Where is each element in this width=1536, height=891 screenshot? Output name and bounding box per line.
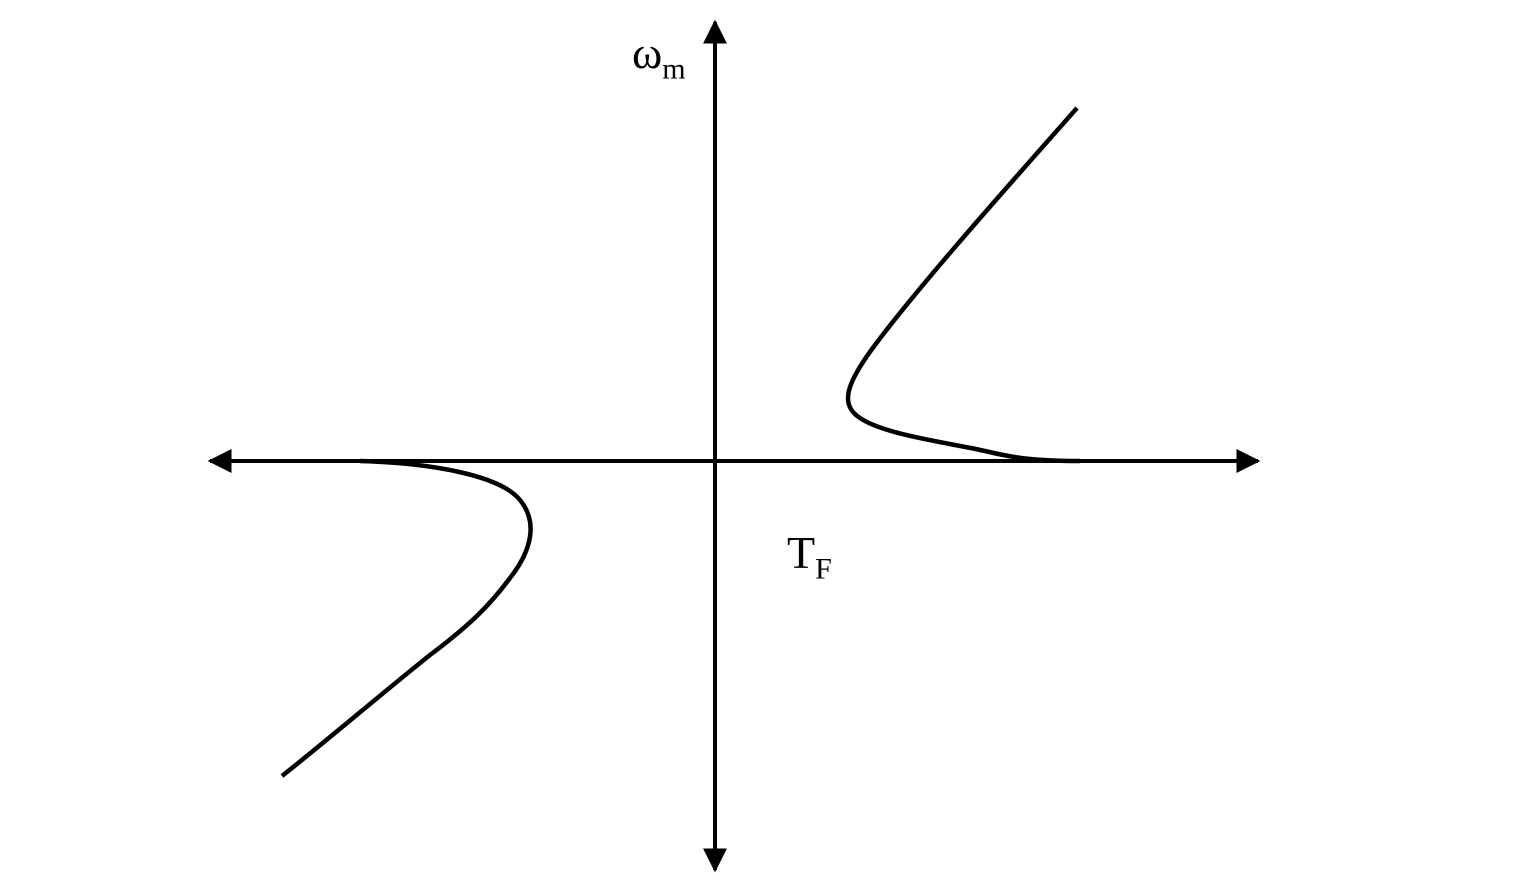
first-quadrant-curve xyxy=(845,106,1081,464)
third-quadrant-curve xyxy=(280,458,533,778)
torque-subscript: F xyxy=(815,552,832,586)
speed-axis-label: ωm xyxy=(632,30,686,85)
torque-symbol: T xyxy=(787,527,816,578)
torque-axis-label: TF xyxy=(787,530,832,585)
omega-symbol: ω xyxy=(632,27,663,78)
omega-subscript: m xyxy=(662,52,686,86)
